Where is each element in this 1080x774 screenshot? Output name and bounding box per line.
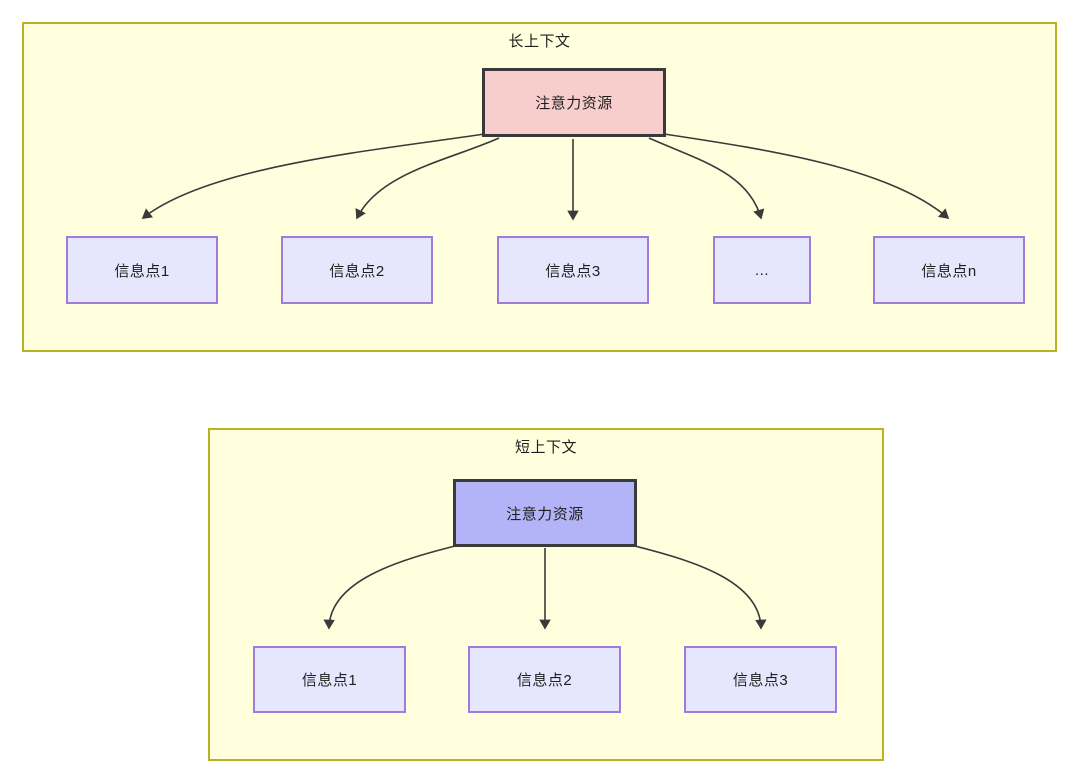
- node-label: 信息点2: [329, 262, 385, 280]
- node-info-point-long-1[interactable]: 信息点1: [66, 236, 218, 304]
- node-attention-resource-short[interactable]: 注意力资源: [453, 479, 637, 547]
- node-label: 信息点n: [921, 262, 977, 280]
- node-label: 信息点3: [732, 672, 789, 689]
- node-label: 信息点1: [301, 672, 358, 689]
- node-label: 信息点1: [114, 262, 170, 280]
- node-info-point-long-ellipsis[interactable]: ...: [713, 236, 811, 304]
- panel-long-context-title: 长上下文: [508, 33, 571, 50]
- node-info-point-long-3[interactable]: 信息点3: [497, 236, 649, 304]
- node-label: 信息点3: [545, 262, 601, 280]
- panel-short-context-title: 短上下文: [514, 439, 577, 456]
- node-info-point-short-1[interactable]: 信息点1: [253, 646, 406, 713]
- node-label: 信息点2: [516, 672, 573, 689]
- node-label: ...: [754, 261, 769, 279]
- node-info-point-short-2[interactable]: 信息点2: [468, 646, 621, 713]
- node-label: 注意力资源: [506, 505, 584, 523]
- node-attention-resource-long[interactable]: 注意力资源: [482, 68, 666, 137]
- node-info-point-short-3[interactable]: 信息点3: [684, 646, 837, 713]
- node-info-point-long-n[interactable]: 信息点n: [873, 236, 1025, 304]
- node-label: 注意力资源: [535, 95, 613, 112]
- node-info-point-long-2[interactable]: 信息点2: [281, 236, 433, 304]
